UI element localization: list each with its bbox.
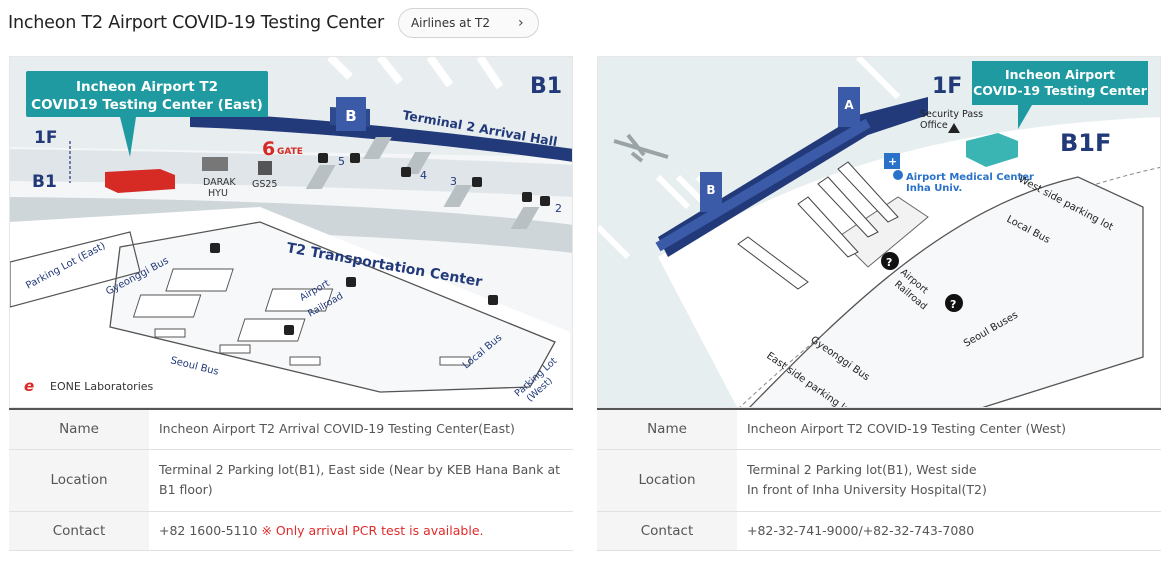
east-num2: 2 xyxy=(555,202,562,215)
east-floor-b1-left: B1 xyxy=(32,172,57,192)
west-callout-line2: COVID-19 Testing Center xyxy=(973,83,1148,98)
west-security-2: Office xyxy=(920,120,948,131)
west-medical-icon: + xyxy=(888,155,897,168)
east-location-label: Location xyxy=(9,449,149,512)
east-contact-label: Contact xyxy=(9,511,149,551)
west-center-panel: A B Incheon Airport COVID-19 Testing Cen… xyxy=(597,56,1161,551)
west-location-label: Location xyxy=(597,449,737,512)
west-medical-1: Airport Medical Center xyxy=(906,172,1034,183)
west-info-icon-1: ? xyxy=(886,256,892,269)
chevron-right-icon: › xyxy=(518,15,524,31)
airlines-button-label: Airlines at T2 xyxy=(410,16,491,30)
east-contact-cell: +82 1600-5110 ※ Only arrival PCR test is… xyxy=(149,511,573,551)
east-map-drawing: B xyxy=(10,57,572,407)
east-brand: EONE Laboratories xyxy=(50,380,154,393)
west-floor-1f: 1F xyxy=(932,74,962,99)
west-info-table: Name Incheon Airport T2 COVID-19 Testing… xyxy=(597,408,1161,551)
east-center-panel: B xyxy=(9,56,573,551)
east-floor-b1: B1 xyxy=(530,74,562,99)
west-gate-a: A xyxy=(844,98,854,112)
west-gate-b: B xyxy=(706,183,715,197)
page-header: Incheon T2 Airport COVID-19 Testing Cent… xyxy=(8,6,539,40)
east-num3: 3 xyxy=(450,175,457,188)
east-hyu: HYU xyxy=(208,188,228,199)
west-location-value-1: Terminal 2 Parking lot(B1), West side xyxy=(747,462,977,477)
east-darak: DARAK xyxy=(203,177,236,188)
airlines-at-t2-button[interactable]: Airlines at T2 › xyxy=(397,8,539,38)
page-title: Incheon T2 Airport COVID-19 Testing Cent… xyxy=(8,13,384,33)
west-info-icon-2: ? xyxy=(950,298,956,311)
east-num5: 5 xyxy=(338,155,345,168)
east-map: B xyxy=(9,56,573,408)
east-contact-value: +82 1600-5110 xyxy=(159,522,258,538)
east-callout-line1: Incheon Airport T2 xyxy=(76,79,218,95)
west-contact-value: +82-32-741-9000/+82-32-743-7080 xyxy=(737,511,1161,551)
west-security-1: Security Pass xyxy=(920,109,983,120)
east-num4: 4 xyxy=(420,169,427,182)
east-callout-line2: COVID19 Testing Center (East) xyxy=(31,97,263,113)
west-location-value-2: In front of Inha University Hospital(T2) xyxy=(747,482,987,497)
east-location-value: Terminal 2 Parking lot(B1), East side (N… xyxy=(149,449,573,512)
east-name-label: Name xyxy=(9,409,149,450)
east-info-table: Name Incheon Airport T2 Arrival COVID-19… xyxy=(9,408,573,551)
east-gate6-number: 6 xyxy=(262,138,275,160)
eone-logo-icon: e xyxy=(24,377,34,395)
east-floor-1f: 1F xyxy=(34,128,57,148)
east-name-value: Incheon Airport T2 Arrival COVID-19 Test… xyxy=(149,409,573,450)
east-gs25: GS25 xyxy=(252,179,277,190)
east-contact-note: ※ Only arrival PCR test is available. xyxy=(261,522,484,538)
west-medical-2: Inha Univ. xyxy=(906,183,962,194)
east-gate-b-label: B xyxy=(345,107,356,125)
west-floor-b1f: B1F xyxy=(1060,129,1111,157)
west-contact-label: Contact xyxy=(597,511,737,551)
west-name-value: Incheon Airport T2 COVID-19 Testing Cent… xyxy=(737,409,1161,450)
west-callout-line1: Incheon Airport xyxy=(1005,67,1115,82)
west-name-label: Name xyxy=(597,409,737,450)
west-location-cell: Terminal 2 Parking lot(B1), West side In… xyxy=(737,449,1161,512)
west-map-drawing: A B Incheon Airport COVID-19 Testing Cen… xyxy=(598,57,1160,407)
east-gate6-word: GATE xyxy=(277,147,303,157)
west-map: A B Incheon Airport COVID-19 Testing Cen… xyxy=(597,56,1161,408)
